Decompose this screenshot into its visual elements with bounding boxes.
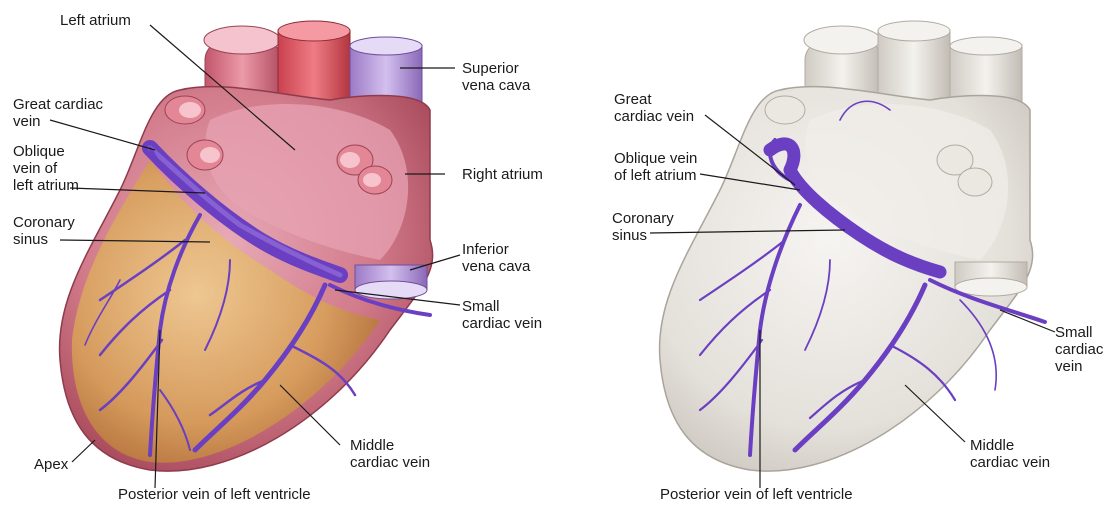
label-right-coronary-sinus: Coronary sinus (612, 210, 674, 244)
label-great-cardiac-vein: Great cardiac vein (13, 96, 103, 130)
label-right-oblique-vein: Oblique vein of left atrium (614, 150, 697, 184)
label-coronary-sinus: Coronary sinus (13, 214, 75, 248)
label-right-great-cardiac-vein: Great cardiac vein (614, 91, 694, 125)
left-heart (60, 21, 433, 471)
label-middle-cardiac-vein: Middle cardiac vein (350, 437, 430, 471)
label-right-middle-cardiac-vein: Middle cardiac vein (970, 437, 1050, 471)
label-left-atrium: Left atrium (60, 12, 131, 29)
label-apex: Apex (34, 456, 68, 473)
label-right-atrium: Right atrium (462, 166, 543, 183)
label-right-small-cardiac-vein: Small cardiac vein (1055, 324, 1103, 375)
label-oblique-vein: Oblique vein of left atrium (13, 143, 79, 194)
label-inferior-vena-cava: Inferior vena cava (462, 241, 530, 275)
right-heart (660, 21, 1045, 471)
label-posterior-vein: Posterior vein of left ventricle (118, 486, 311, 503)
label-right-posterior-vein: Posterior vein of left ventricle (660, 486, 853, 503)
label-superior-vena-cava: Superior vena cava (462, 60, 530, 94)
label-small-cardiac-vein: Small cardiac vein (462, 298, 542, 332)
